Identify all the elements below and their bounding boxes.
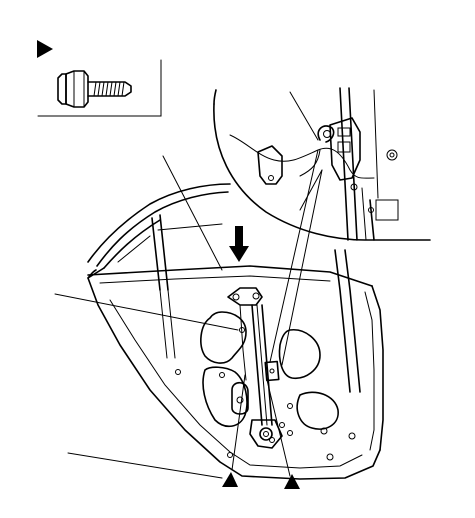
window-regulator [227, 287, 285, 449]
door-panel [87, 183, 384, 480]
leader-lines [54, 91, 323, 479]
detail-inset [213, 87, 431, 241]
triangle-marker-icon [222, 472, 238, 487]
legend-box [37, 40, 162, 117]
triangle-marker-icon [37, 40, 53, 58]
triangle-marker-icon [284, 474, 300, 489]
down-arrow-icon [229, 226, 249, 262]
flange-bolt-icon [57, 70, 132, 108]
